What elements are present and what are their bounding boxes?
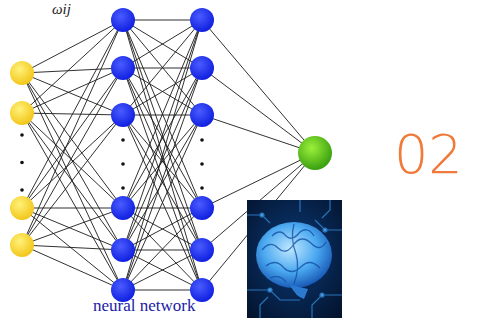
weight-line: [123, 20, 202, 250]
ellipsis-dot: [121, 162, 125, 166]
circuit-lines: [247, 200, 342, 318]
hidden-neuron: [111, 238, 135, 262]
weight-line: [22, 245, 123, 250]
ellipsis-dot: [200, 162, 204, 166]
weight-line: [123, 115, 202, 290]
weight-line: [22, 68, 123, 73]
weight-line: [22, 68, 123, 245]
weight-line: [123, 20, 202, 250]
weight-line: [22, 20, 123, 245]
weight-line: [22, 20, 123, 73]
section-number: 02: [394, 128, 463, 182]
weight-line: [22, 113, 123, 208]
hidden-neuron: [111, 56, 135, 80]
weight-line: [123, 115, 202, 250]
weight-line: [123, 250, 202, 290]
ellipsis-dot: [200, 138, 204, 142]
hidden-neuron: [190, 103, 214, 127]
hidden-neuron: [111, 196, 135, 220]
weight-line: [123, 68, 202, 208]
hidden-neuron: [111, 8, 135, 32]
weight-line: [22, 113, 123, 290]
weight-line: [22, 68, 123, 113]
weight-line: [22, 20, 123, 113]
input-neuron: [10, 196, 34, 220]
weight-line: [22, 115, 123, 208]
input-neuron: [10, 61, 34, 85]
weight-line: [123, 68, 202, 290]
ellipsis-dot: [121, 186, 125, 190]
weight-line: [202, 115, 315, 153]
weight-line: [22, 68, 123, 208]
weight-line: [123, 208, 202, 250]
weight-line: [123, 115, 202, 208]
weight-line: [22, 245, 123, 290]
weight-line: [22, 73, 123, 290]
brain-stem: [290, 285, 308, 299]
output-neuron: [298, 136, 332, 170]
weight-line: [123, 68, 202, 115]
weight-line: [123, 68, 202, 250]
weight-symbol: ωij: [52, 2, 71, 17]
weight-line: [202, 68, 315, 153]
weight-line: [22, 115, 123, 245]
weight-line: [123, 68, 202, 208]
brain-picture: [247, 200, 342, 318]
weight-line: [123, 115, 202, 208]
brain-background: [247, 200, 342, 318]
ellipsis-dots: [20, 133, 204, 192]
brain: [256, 222, 332, 288]
hidden-neuron: [190, 196, 214, 220]
network-caption: neural network: [93, 297, 195, 314]
ellipsis-dot: [121, 138, 125, 142]
ellipsis-dot: [20, 188, 24, 192]
input-neuron: [10, 233, 34, 257]
ellipsis-dot: [20, 133, 24, 137]
weight-line: [22, 208, 123, 290]
hidden-neuron: [190, 238, 214, 262]
weight-line: [22, 208, 123, 250]
neurons: [10, 8, 332, 302]
ellipsis-dot: [20, 161, 24, 165]
weight-line: [202, 153, 315, 208]
hidden-neuron: [190, 56, 214, 80]
weight-line: [22, 208, 123, 209]
weight-line: [123, 68, 202, 250]
weight-line: [22, 208, 123, 245]
hidden-neuron: [111, 103, 135, 127]
hidden-neuron: [190, 8, 214, 32]
weight-line: [123, 115, 202, 290]
input-neuron: [10, 101, 34, 125]
brain-folds: [262, 224, 326, 284]
ellipsis-dot: [200, 186, 204, 190]
weight-line: [202, 20, 315, 153]
weight-line: [123, 68, 202, 115]
